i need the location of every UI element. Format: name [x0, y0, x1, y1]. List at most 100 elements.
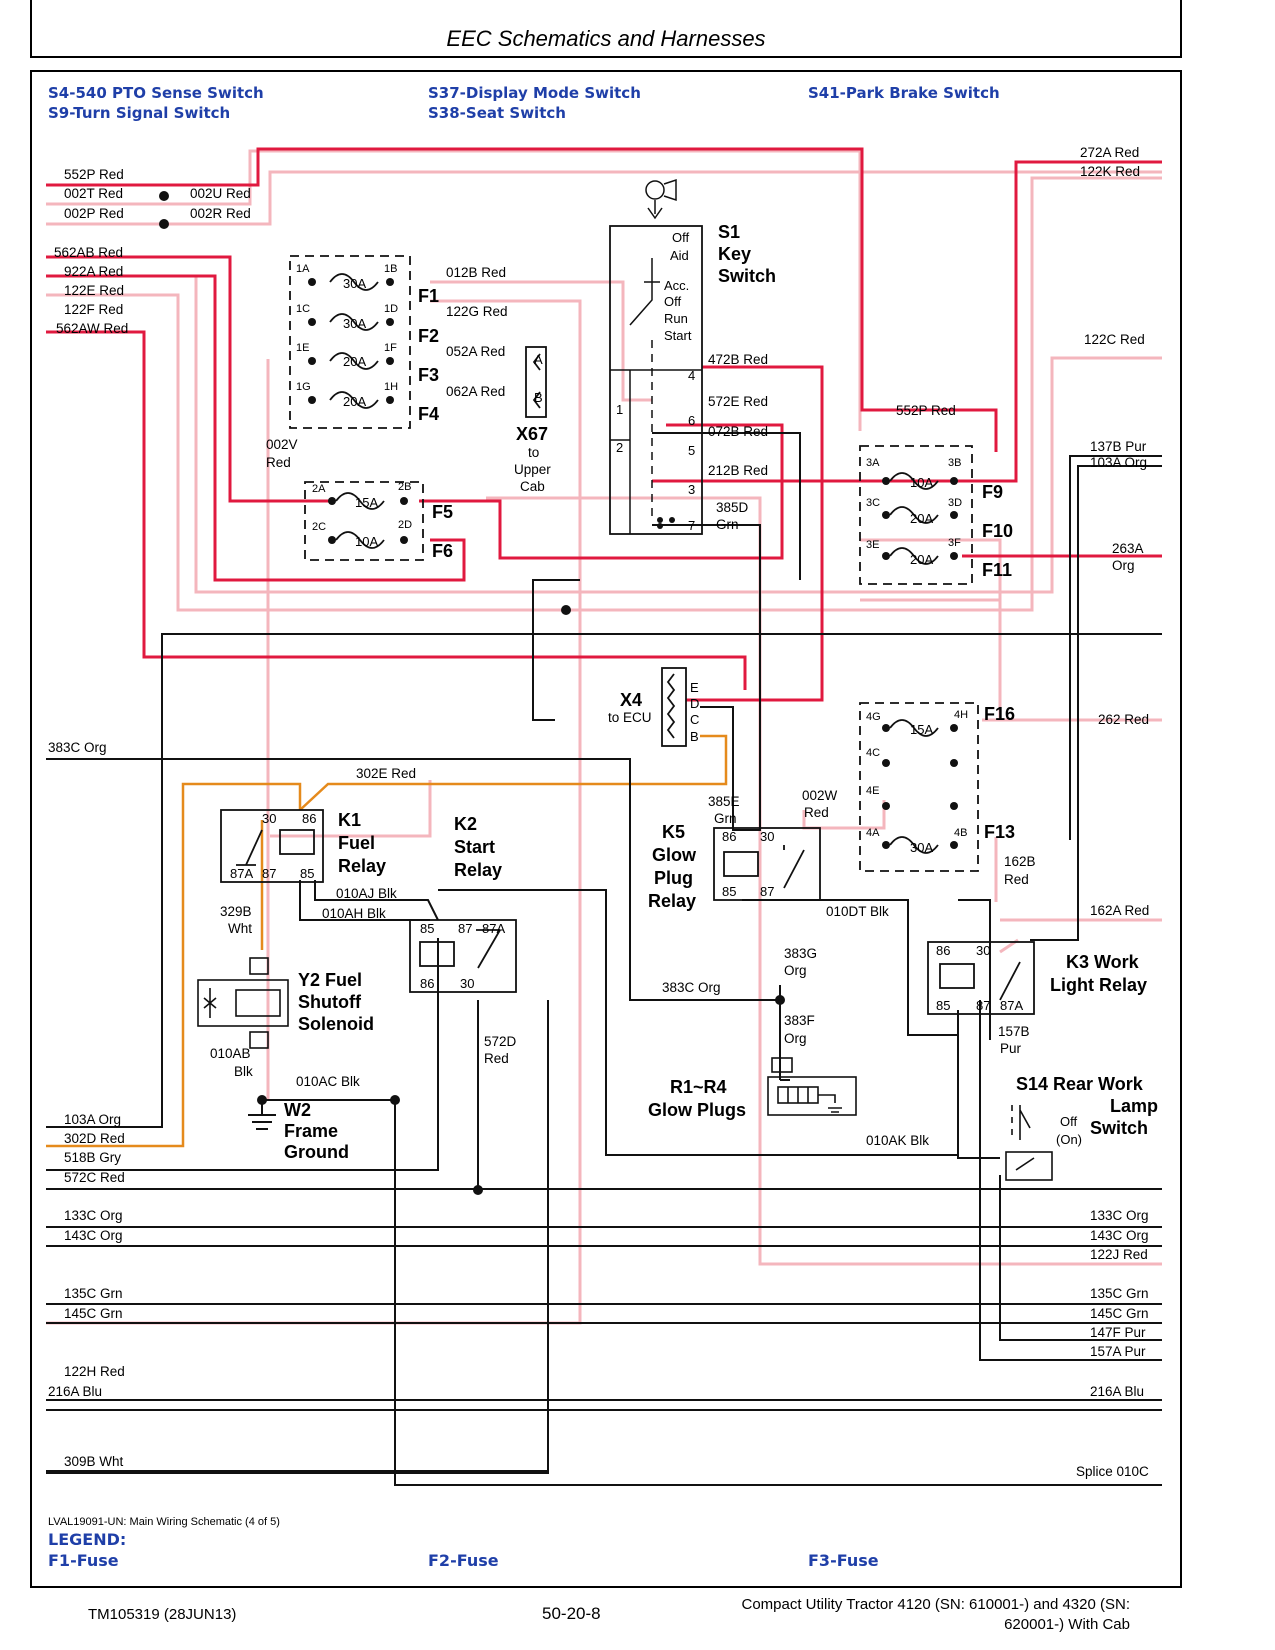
wire-label: 552P Red	[64, 167, 124, 182]
wire-label: 012B Red	[446, 265, 506, 280]
wire-label: 103A Org	[1090, 455, 1147, 470]
glow-plug-label: R1~R4	[670, 1077, 727, 1097]
header-s37: S37-Display Mode Switch	[428, 84, 641, 102]
wire-label: 216A Blu	[1090, 1384, 1144, 1399]
wire-label: 122J Red	[1090, 1247, 1148, 1262]
pin: 6	[688, 413, 695, 428]
fuse-terminal: 2A	[312, 483, 326, 495]
fuse-rating: 30A	[343, 276, 366, 291]
wire-label: Blk	[234, 1064, 253, 1079]
wire-label: 145C Grn	[1090, 1306, 1149, 1321]
pin: B	[534, 390, 543, 405]
fuse-terminal: 3E	[866, 539, 879, 551]
fuse-terminal: 4C	[866, 747, 880, 759]
x67-label: to	[528, 445, 539, 460]
page-title: EEC Schematics and Harnesses	[446, 26, 766, 51]
wire-label: 302D Red	[64, 1131, 125, 1146]
pin: 85	[300, 866, 314, 881]
legend-item-f2: F2-Fuse	[428, 1551, 499, 1570]
key-position: Run	[664, 311, 688, 326]
y2-label: Solenoid	[298, 1014, 374, 1034]
wire-label: 062A Red	[446, 384, 505, 399]
pin: 85	[420, 921, 434, 936]
wire-label: Grn	[716, 517, 739, 532]
wire-label: 002R Red	[190, 206, 251, 221]
pin: 87A	[230, 866, 253, 881]
fuse-f2: F2	[418, 326, 439, 346]
key-position: Start	[664, 328, 692, 343]
switch-position: (On)	[1056, 1132, 1082, 1147]
wire-label: 133C Org	[64, 1208, 123, 1223]
wire-label: Red	[804, 805, 829, 820]
s1-label: S1	[718, 222, 740, 242]
fuse-f3: F3	[418, 365, 439, 385]
x4-connector	[661, 667, 687, 747]
terminal-dots	[159, 191, 958, 1195]
fuse-terminal: 1F	[384, 342, 397, 354]
pin: 5	[688, 443, 695, 458]
x4-label: to ECU	[608, 710, 652, 725]
x67-connector	[525, 346, 547, 418]
pin: 87	[760, 884, 774, 899]
x4-label: X4	[620, 690, 642, 710]
fuse-terminal: 3B	[948, 457, 961, 469]
wire-label: 010AB	[210, 1046, 251, 1061]
wire-label: 572E Red	[708, 394, 768, 409]
y2-label: Shutoff	[298, 992, 362, 1012]
fuse-rating: 20A	[910, 552, 933, 567]
wire-label: 103A Org	[64, 1112, 121, 1127]
relay-k2	[409, 919, 517, 993]
black-wires	[46, 432, 1162, 1486]
s1-label: Switch	[718, 266, 776, 286]
wire-label: 518B Gry	[64, 1150, 121, 1165]
footer-doc-id: TM105319 (28JUN13)	[88, 1606, 237, 1623]
fuse-rating: 20A	[343, 394, 366, 409]
fuse-terminal: 1E	[296, 342, 309, 354]
fuse-f6: F6	[432, 541, 453, 561]
k2-label: Start	[454, 837, 495, 857]
k1-label: Relay	[338, 856, 386, 876]
wire-label: 385D	[716, 500, 749, 515]
wire-label: Org	[784, 1031, 807, 1046]
wire-label: 272A Red	[1080, 145, 1139, 160]
wire-label: Red	[484, 1051, 509, 1066]
header-labels: S4-540 PTO Sense Switch S9-Turn Signal S…	[48, 84, 1000, 122]
wire-label: 309B Wht	[64, 1454, 124, 1469]
wire-label: 002U Red	[190, 186, 251, 201]
pin: 86	[722, 829, 736, 844]
wire-label: Org	[1112, 558, 1135, 573]
pin: 87	[976, 998, 990, 1013]
w2-label: W2	[284, 1100, 311, 1120]
pin: 30	[460, 976, 474, 991]
fuse-terminal: 2B	[398, 481, 411, 493]
fuse-terminal: 3A	[866, 457, 880, 469]
wire-label: 137B Pur	[1090, 439, 1147, 454]
wire-label: 329B	[220, 904, 252, 919]
legend-item-f3: F3-Fuse	[808, 1551, 879, 1570]
pin: 85	[936, 998, 950, 1013]
k5-label: Relay	[648, 891, 696, 911]
fuse-rating: 20A	[910, 511, 933, 526]
wire-label: 472B Red	[708, 352, 768, 367]
pin: 86	[936, 943, 950, 958]
header-s38: S38-Seat Switch	[428, 104, 566, 122]
relay-k5	[713, 827, 821, 901]
header-s41: S41-Park Brake Switch	[808, 84, 1000, 102]
wire-label: 157A Pur	[1090, 1344, 1146, 1359]
s14-switch	[1005, 1105, 1053, 1181]
wire-label: 157B	[998, 1024, 1030, 1039]
fuse-f13: F13	[984, 822, 1015, 842]
w2-label: Frame	[284, 1121, 338, 1141]
pink-wires	[46, 149, 1162, 1325]
wire-label: 122H Red	[64, 1364, 125, 1379]
fuse-rating: 20A	[343, 354, 366, 369]
fuse-terminal: 3D	[948, 497, 962, 509]
wire-label: Org	[784, 963, 807, 978]
fuse-f4: F4	[418, 404, 439, 424]
footer-page-number: 50-20-8	[542, 1604, 601, 1623]
wire-label: 162B	[1004, 854, 1036, 869]
glow-plugs	[767, 1057, 857, 1116]
k5-label: Glow	[652, 845, 697, 865]
pin: C	[690, 712, 699, 727]
